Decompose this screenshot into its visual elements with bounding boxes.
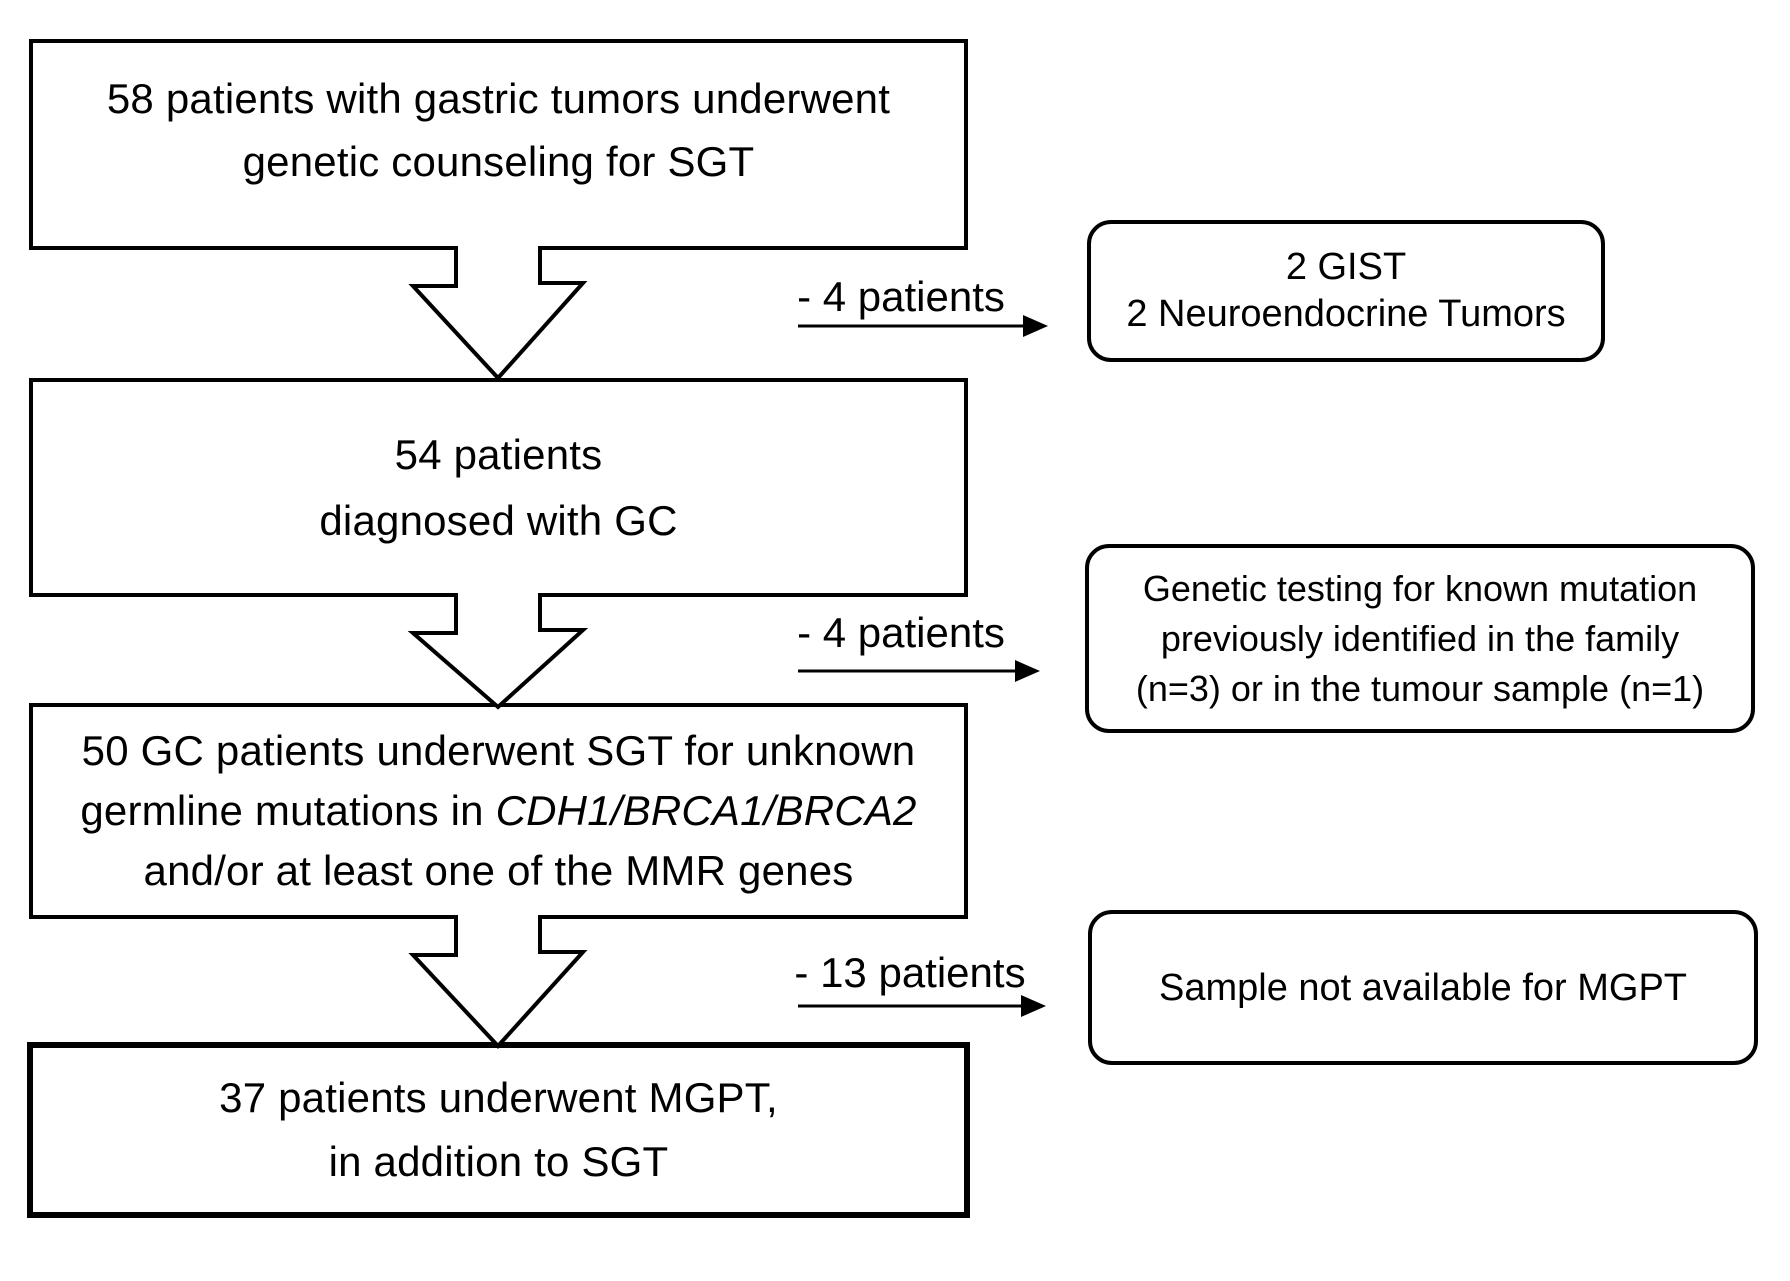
flow-box-50-line1: 50 GC patients underwent SGT for unknown xyxy=(81,727,916,774)
exclusion-note-2-line1: Genetic testing for known mutation xyxy=(1142,567,1698,609)
flow-box-54-patients: 54 patients diagnosed with GC xyxy=(29,378,968,597)
exclusion-label-2: - 4 patients xyxy=(797,609,1005,656)
exclusion-note-gist-net: 2 GIST 2 Neuroendocrine Tumors xyxy=(1087,220,1605,362)
exclusion-note-sample-unavailable: Sample not available for MGPT xyxy=(1088,910,1758,1065)
flow-box-50-line3: and/or at least one of the MMR genes xyxy=(143,847,854,894)
exclusion-label-3: - 13 patients xyxy=(794,949,1026,996)
flow-box-37-line2: in addition to SGT xyxy=(328,1138,669,1185)
flow-box-58-line1: 58 patients with gastric tumors underwen… xyxy=(106,74,891,122)
flow-box-50-line2: germline mutations in CDH1/BRCA1/BRCA2 xyxy=(80,781,916,841)
flow-box-54-line2: diagnosed with GC xyxy=(319,496,678,544)
flow-box-58-patients: 58 patients with gastric tumors underwen… xyxy=(29,39,968,250)
exclusion-arrow-2-icon xyxy=(798,660,1040,682)
exclusion-note-2-line2: previously identified in the family xyxy=(1160,617,1680,659)
flow-box-50-line2-prefix: germline mutations in xyxy=(80,787,496,834)
down-block-arrow-3-icon xyxy=(408,912,588,1049)
flow-box-50-patients: 50 GC patients underwent SGT for unknown… xyxy=(29,703,968,919)
flow-box-58-line2: genetic counseling for SGT xyxy=(242,137,755,185)
flow-box-37-patients: 37 patients underwent MGPT, in addition … xyxy=(27,1042,970,1218)
flow-box-37-line1: 37 patients underwent MGPT, xyxy=(219,1074,778,1121)
exclusion-label-1: - 4 patients xyxy=(797,273,1005,320)
flow-box-54-line1: 54 patients xyxy=(394,430,603,478)
exclusion-note-3-line1: Sample not available for MGPT xyxy=(1158,966,1687,1009)
down-block-arrow-2-icon xyxy=(407,590,589,710)
exclusion-note-1-line2: 2 Neuroendocrine Tumors xyxy=(1126,293,1566,335)
flow-box-50-gene-names: CDH1/BRCA1/BRCA2 xyxy=(495,787,917,834)
down-block-arrow-1-icon xyxy=(408,243,588,381)
exclusion-note-known-mutation: Genetic testing for known mutation previ… xyxy=(1085,544,1755,733)
exclusion-note-1-line1: 2 GIST xyxy=(1285,246,1407,288)
exclusion-note-2-line3: (n=3) or in the tumour sample (n=1) xyxy=(1135,667,1705,709)
